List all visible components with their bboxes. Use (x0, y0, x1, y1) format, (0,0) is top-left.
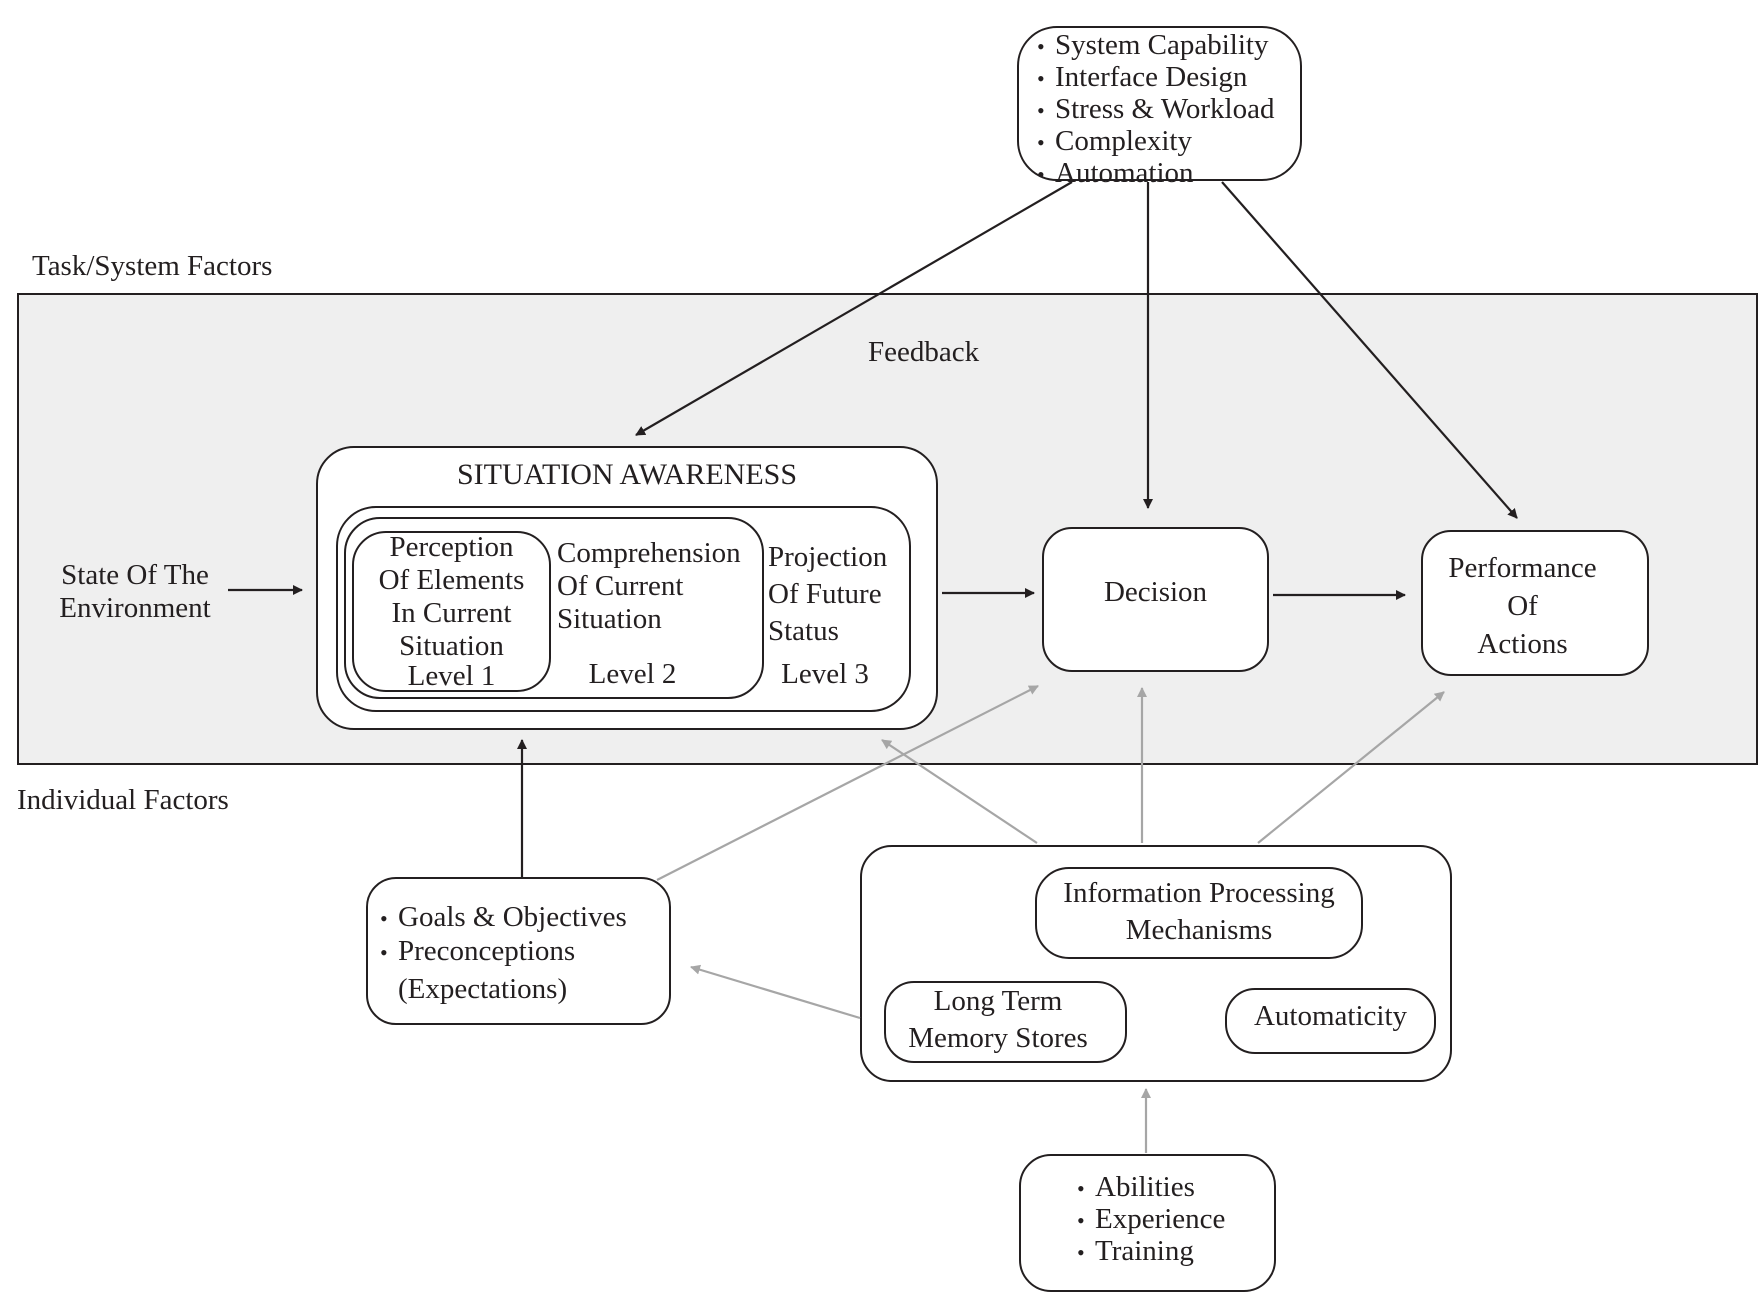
environment-label: State Of The Environment (59, 559, 211, 624)
goals-continuation: (Expectations) (398, 973, 568, 1005)
goals-list: Goals & Objectives Preconceptions (380, 901, 627, 969)
arrow-mechanisms-to-performance (1257, 691, 1445, 844)
performance-box (1421, 530, 1649, 676)
performance-label: Performance Of Actions (1448, 552, 1597, 660)
level1-box (352, 531, 551, 692)
automaticity-label: Automaticity (1253, 1000, 1408, 1032)
level2-box (344, 517, 764, 699)
abilities-item: Experience (1077, 1204, 1225, 1236)
feedback-label: Feedback (868, 336, 980, 368)
task-factors-box: System Capability Interface Design Stres… (1017, 26, 1302, 188)
level1-text: Perception Of Elements In Current Situat… (378, 531, 525, 662)
task-factor-item: System Capability (1037, 30, 1274, 62)
level2-label: Level 2 (588, 658, 677, 690)
level3-text: Projection Of Future Status (768, 541, 888, 647)
abilities-box: Abilities Experience Training (1019, 1154, 1276, 1292)
level3-label: Level 3 (781, 658, 869, 690)
arrow-mechanisms-to-goals (690, 964, 861, 1020)
long-term-memory-label: Long Term Memory Stores (908, 985, 1088, 1054)
arrow-mechanisms-to-sa (881, 739, 1038, 844)
level3-box (336, 506, 911, 712)
arrow-goals-to-decision (656, 685, 1039, 881)
task-system-factors-label: Task/System Factors (32, 250, 273, 282)
info-processing-box (1035, 867, 1363, 959)
level2-text: Comprehension Of Current Situation (557, 537, 741, 635)
abilities-list: Abilities Experience Training (1077, 1172, 1225, 1268)
task-factor-item: Complexity (1037, 126, 1274, 158)
abilities-item: Training (1077, 1236, 1225, 1268)
long-term-memory-box (884, 981, 1127, 1063)
goals-box: Goals & Objectives Preconceptions (Expec… (366, 877, 671, 1025)
task-factors-list: System Capability Interface Design Stres… (1037, 30, 1274, 190)
decision-label: Decision (1103, 576, 1208, 608)
task-factor-item: Automation (1037, 158, 1274, 190)
goals-item: Preconceptions (380, 935, 627, 969)
individual-factors-label: Individual Factors (17, 784, 229, 816)
situation-awareness-box (316, 446, 938, 730)
level1-label: Level 1 (407, 660, 496, 692)
abilities-item: Abilities (1077, 1172, 1225, 1204)
arrow-task-to-sa (635, 181, 1073, 436)
info-processing-label: Information Processing Mechanisms (1063, 877, 1335, 946)
task-factor-item: Stress & Workload (1037, 94, 1274, 126)
situation-awareness-title: SITUATION AWARENESS (456, 458, 798, 491)
task-factor-item: Interface Design (1037, 62, 1274, 94)
decision-box (1042, 527, 1269, 672)
arrow-task-to-performance (1221, 181, 1518, 519)
automaticity-box (1225, 988, 1436, 1054)
goals-item: Goals & Objectives (380, 901, 627, 935)
